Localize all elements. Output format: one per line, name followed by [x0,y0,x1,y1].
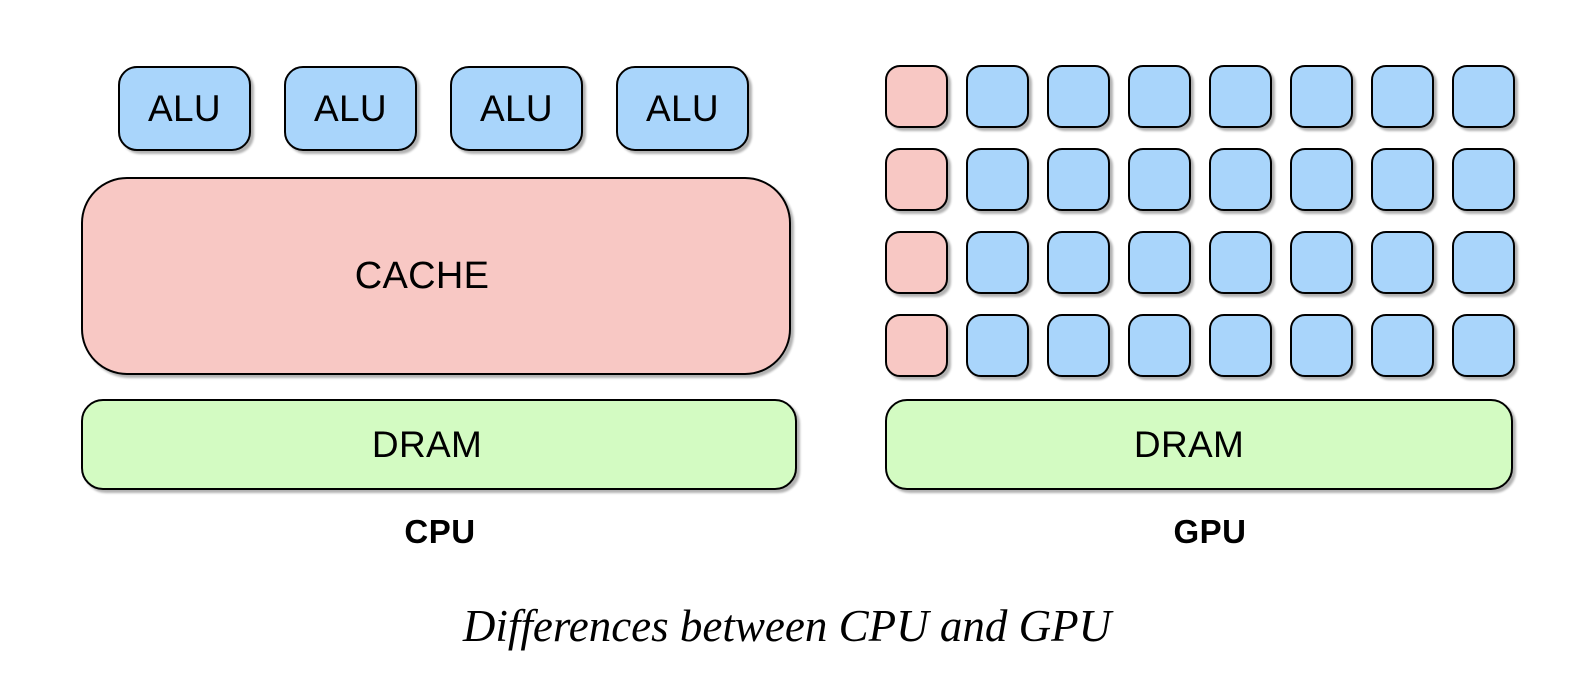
cpu-alu-label-1: ALU [148,88,221,129]
figure-caption: Differences between CPU and GPU [462,601,1112,651]
gpu-core-cell-r4-c5 [1209,314,1272,377]
gpu-core-cell-r4-c2 [966,314,1029,377]
gpu-core-cell-r3-c8 [1452,231,1515,294]
gpu-core-cell-r3-c2 [966,231,1029,294]
gpu-core-cell-r2-c6 [1290,148,1353,211]
cpu-alu-block-4: ALU [616,66,749,151]
gpu-dram-block: DRAM [885,399,1513,490]
gpu-core-cell-r2-c4 [1128,148,1191,211]
gpu-core-cell-r1-c6 [1290,65,1353,128]
cpu-alu-block-2: ALU [284,66,417,151]
cpu-cache-label: CACHE [354,255,490,297]
gpu-core-cell-r2-c8 [1452,148,1515,211]
gpu-core-cell-r4-c8 [1452,314,1515,377]
gpu-core-grid [885,65,1515,377]
cpu-cache-block: CACHE [81,177,791,375]
gpu-control-cell-r4 [885,314,948,377]
gpu-core-cell-r1-c7 [1371,65,1434,128]
gpu-core-cell-r3-c5 [1209,231,1272,294]
gpu-core-cell-r1-c5 [1209,65,1272,128]
cpu-title: CPU [404,513,476,550]
cpu-dram-block: DRAM [81,399,797,490]
gpu-dram-label: DRAM [1133,424,1245,465]
gpu-control-cell-r3 [885,231,948,294]
gpu-core-cell-r4-c7 [1371,314,1434,377]
gpu-core-cell-r1-c3 [1047,65,1110,128]
gpu-core-cell-r4-c6 [1290,314,1353,377]
gpu-control-cell-r2 [885,148,948,211]
cpu-panel: ALU ALU ALU ALU CACHE DRAM CPU [81,66,797,550]
gpu-title: GPU [1173,513,1247,550]
cpu-alu-label-2: ALU [314,88,387,129]
gpu-core-cell-r1-c8 [1452,65,1515,128]
gpu-core-cell-r1-c4 [1128,65,1191,128]
gpu-core-cell-r2-c2 [966,148,1029,211]
cpu-alu-block-1: ALU [118,66,251,151]
cpu-alu-label-4: ALU [646,88,719,129]
gpu-core-cell-r2-c7 [1371,148,1434,211]
gpu-core-cell-r3-c7 [1371,231,1434,294]
cpu-alu-label-3: ALU [480,88,553,129]
gpu-core-cell-r3-c3 [1047,231,1110,294]
gpu-control-cell-r1 [885,65,948,128]
gpu-core-cell-r4-c4 [1128,314,1191,377]
gpu-core-cell-r3-c6 [1290,231,1353,294]
cpu-dram-label: DRAM [371,424,483,465]
gpu-core-cell-r3-c4 [1128,231,1191,294]
gpu-core-cell-r1-c2 [966,65,1029,128]
gpu-core-cell-r2-c3 [1047,148,1110,211]
cpu-alu-block-3: ALU [450,66,583,151]
gpu-core-cell-r4-c3 [1047,314,1110,377]
gpu-core-cell-r2-c5 [1209,148,1272,211]
